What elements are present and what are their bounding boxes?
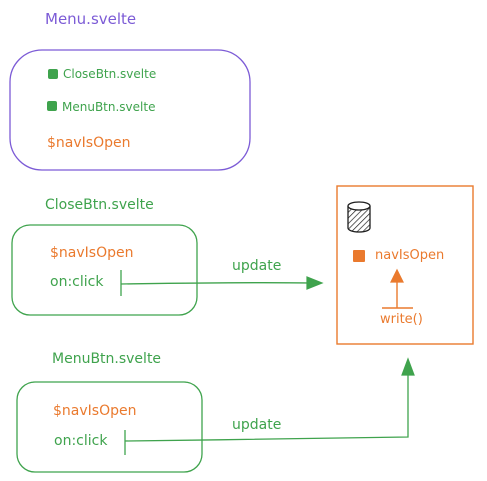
closebtn-item-marker [48, 69, 58, 79]
menubtn-title: MenuBtn.svelte [52, 351, 162, 367]
close-update-arrowhead [306, 276, 324, 290]
menu-item-menubtn: MenuBtn.svelte [62, 100, 156, 114]
closebtn-store-ref: $navIsOpen [50, 245, 134, 261]
close-update-label: update [232, 258, 282, 274]
closebtn-container [11, 224, 198, 316]
menubtn-store-ref: $navIsOpen [53, 403, 137, 419]
menubtn-handler: on:click [54, 433, 108, 449]
menubtn-item-marker [47, 101, 57, 111]
store-name: navIsOpen [375, 248, 445, 263]
closebtn-title: CloseBtn.svelte [45, 197, 154, 213]
store-marker [353, 250, 365, 262]
closebtn-handler: on:click [50, 274, 104, 290]
menu-item-closebtn: CloseBtn.svelte [63, 67, 157, 81]
menu-title: Menu.svelte [45, 10, 137, 28]
store-method: write() [380, 312, 423, 327]
menu-container [9, 49, 251, 171]
write-arrow-head [390, 268, 404, 283]
menu-update-arrowhead [401, 357, 415, 376]
menu-update-arrow [124, 375, 409, 442]
store-container [336, 185, 474, 345]
database-icon [347, 201, 371, 233]
menu-store-ref: $navIsOpen [47, 135, 131, 151]
close-update-arrow [120, 281, 311, 285]
menubtn-container [16, 381, 203, 473]
menu-update-label: update [232, 417, 282, 433]
